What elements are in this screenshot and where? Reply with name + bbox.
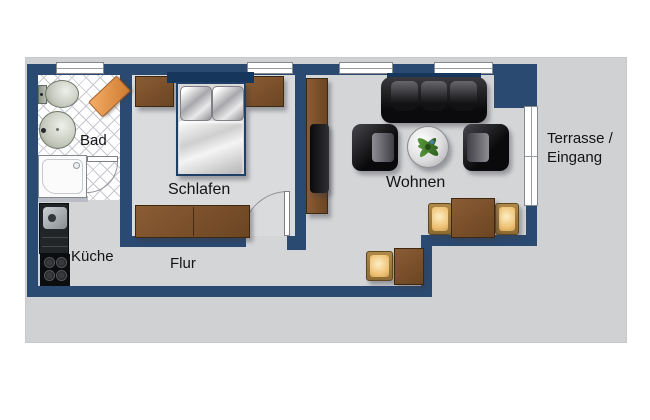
wall-right-lower [526,203,537,246]
sofa-body [381,77,487,123]
stove-burner [56,257,67,268]
shower-drain [73,162,80,169]
room-label-schlafen: Schlafen [168,181,231,198]
window-icon-bathroom [56,62,104,74]
room-label-bad: Bad [80,132,107,149]
dining-chair-icon [495,203,519,235]
terrace-door-icon [524,106,538,206]
wall-bottom [27,286,432,297]
stove-burner [44,257,55,268]
armchair-right-icon [463,124,509,171]
dining-table-small-icon [394,248,424,285]
terrace-label-line2: Eingang [547,149,603,166]
terrace-label-line1: Terrasse / [547,130,613,147]
stove-icon [38,254,70,286]
kitchen-unit-detail [48,214,56,222]
door-leaf-bathroom [87,156,118,162]
plant-accent [430,140,434,144]
room-label-kueche: Küche [71,248,114,265]
bathroom-sill [38,196,88,202]
hallway-floor [38,240,421,286]
wall-left [27,64,38,297]
plant-table-icon [407,126,449,168]
dining-chair-icon [366,251,393,281]
wall-bath-divider [120,75,132,247]
kitchen-unit-line [42,237,68,238]
sofa-icon [381,73,487,123]
dining-chair-icon [428,203,452,235]
terrace-label: Terrasse / Eingang [547,129,613,167]
stove-burner [44,270,55,281]
sofa-cushion [450,81,478,111]
pillow-right [212,86,244,121]
room-label-flur: Flur [170,255,196,272]
bed-duvet [179,121,243,174]
wall-living-bottom [421,235,537,246]
bed-headboard [167,72,254,83]
wall-bedroom-divider [295,75,306,247]
wall-bedroom-bottom [120,236,246,247]
plant-core [425,144,431,150]
tv-icon [310,124,329,193]
shower-icon [38,155,87,198]
room-label-wohnen: Wohnen [386,174,446,191]
nightstand-left-icon [135,76,174,107]
kitchen-unit-line [42,246,68,247]
sink-faucet [41,128,46,133]
wardrobe-icon [135,205,250,238]
wall-bedroom-stub [287,236,306,250]
toilet-bowl [45,80,79,108]
window-icon-living-left [339,62,393,74]
toilet-detail-dot [40,93,43,96]
sofa-cushion [420,81,448,111]
kitchen-unit-icon [39,203,69,254]
pillow-left [180,86,212,121]
wall-corner-pillar [494,64,537,108]
toilet-icon [38,80,79,108]
wall-step [421,240,432,297]
stove-burner [56,270,67,281]
sink-icon [39,111,76,149]
dining-table-icon [451,198,495,238]
door-leaf-bedroom [284,191,290,236]
sofa-cushion [391,81,418,111]
armchair-left-icon [352,124,398,171]
window-icon-bedroom [247,62,293,74]
double-bed-icon [176,82,246,176]
sink-drain [56,128,59,131]
